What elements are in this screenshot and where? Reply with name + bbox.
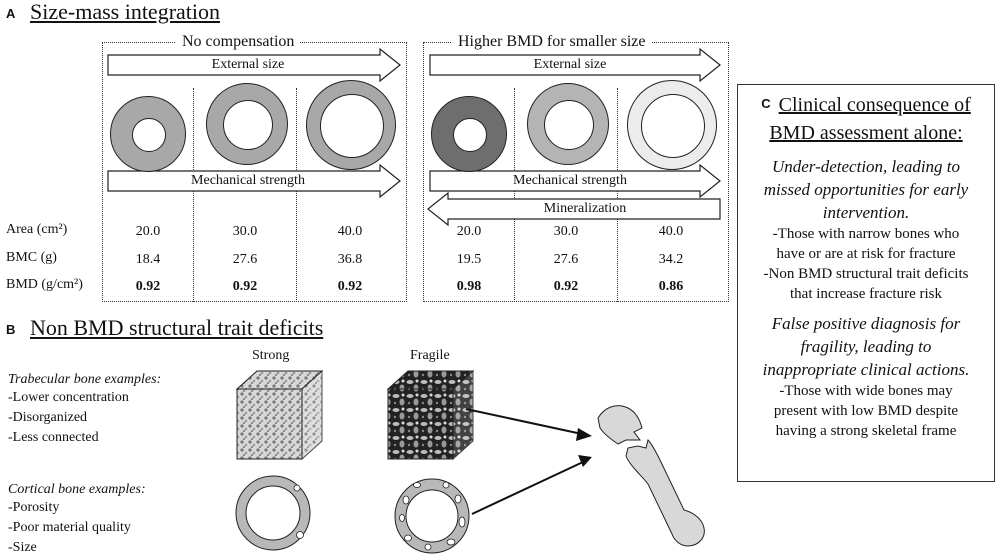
panel-c-title-line1: Clinical consequence of	[778, 94, 971, 116]
false-positive-item: having a strong skeletal frame	[775, 423, 957, 439]
bmc-value: 34.2	[658, 252, 684, 267]
false-positive-line: fragility, leading to	[800, 337, 932, 356]
panel-b-title: Non BMD structural trait deficits	[30, 315, 324, 340]
trabecular-item: -Less connected	[8, 430, 99, 445]
bmc-value: 19.5	[456, 252, 482, 267]
external-size-label: External size	[533, 57, 607, 72]
under-detection-line: intervention.	[822, 203, 910, 222]
under-detection-line: Under-detection, leading to	[771, 157, 961, 176]
bone-cross-section-small	[110, 96, 186, 172]
cortical-item: -Size	[8, 540, 37, 555]
clinical-consequence-box: C Clinical consequence of BMD assessment …	[737, 84, 995, 482]
column-divider	[193, 88, 194, 302]
bmc-value: 18.4	[135, 252, 161, 267]
strong-cortical-ring	[235, 475, 311, 551]
trabecular-heading: Trabecular bone examples:	[8, 372, 162, 387]
panel-c-title-line2: BMD assessment alone:	[769, 122, 963, 144]
under-detection-item: -Those with narrow bones who	[772, 226, 960, 242]
trabecular-item: -Disorganized	[8, 410, 88, 425]
column-divider	[617, 88, 618, 302]
bmd-value: 0.92	[135, 279, 161, 294]
mechanical-strength-label: Mechanical strength	[513, 173, 627, 188]
external-size-label: External size	[211, 57, 285, 72]
bone-cross-section-small-dense	[431, 96, 507, 172]
false-positive-item: -Those with wide bones may	[779, 383, 953, 399]
mineralization-arrow	[427, 191, 721, 227]
external-size-arrow	[429, 47, 721, 83]
strong-label: Strong	[252, 348, 290, 363]
area-value: 40.0	[658, 224, 684, 239]
bmd-value: 0.86	[658, 279, 684, 294]
under-detection-line: missed opportunities for early	[763, 180, 969, 199]
fragile-trabecular-cube	[386, 369, 475, 461]
fragile-cortical-ring	[394, 478, 470, 554]
cortical-item: -Poor material quality	[8, 520, 131, 535]
bone-cross-section-medium	[527, 83, 609, 165]
area-value: 20.0	[456, 224, 482, 239]
bmc-value: 36.8	[337, 252, 363, 267]
false-positive-line: inappropriate clinical actions.	[762, 360, 970, 379]
bmc-row-label: BMC (g)	[6, 250, 57, 265]
mineralization-label: Mineralization	[543, 201, 627, 216]
arrow-to-fracture	[471, 455, 592, 515]
cortical-item: -Porosity	[8, 500, 60, 515]
column-divider	[296, 88, 297, 302]
column-divider	[514, 88, 515, 302]
mechanical-strength-arrow	[107, 163, 401, 199]
bone-cross-section-medium	[206, 83, 288, 165]
panel-a-title: Size-mass integration	[30, 0, 221, 24]
fractured-bone-icon	[597, 405, 705, 547]
bone-cross-section-large	[306, 80, 396, 170]
panel-b-letter: B	[6, 322, 16, 337]
cortical-heading: Cortical bone examples:	[8, 482, 146, 497]
under-detection-item: have or are at risk for fracture	[776, 246, 956, 262]
mechanical-strength-label: Mechanical strength	[191, 173, 305, 188]
strong-trabecular-cube	[235, 369, 324, 461]
area-value: 20.0	[135, 224, 161, 239]
bmd-value: 0.98	[456, 279, 482, 294]
area-value: 40.0	[337, 224, 363, 239]
higher-bmd-heading: Higher BMD for smaller size	[452, 33, 652, 51]
panel-a-letter: A	[6, 6, 16, 21]
mechanical-strength-arrow	[429, 163, 721, 199]
arrow-to-fracture	[465, 408, 592, 441]
trabecular-item: -Lower concentration	[8, 390, 129, 405]
bmd-value: 0.92	[232, 279, 258, 294]
panel-c-letter: C	[761, 96, 771, 111]
bmd-value: 0.92	[337, 279, 363, 294]
under-detection-item: -Non BMD structural trait deficits	[763, 266, 969, 282]
bmd-value: 0.92	[553, 279, 579, 294]
external-size-arrow	[107, 47, 401, 83]
false-positive-item: present with low BMD despite	[773, 403, 959, 419]
bmc-value: 27.6	[553, 252, 579, 267]
area-value: 30.0	[232, 224, 258, 239]
bmd-row-label: BMD (g/cm²)	[6, 277, 83, 292]
no-compensation-heading: No compensation	[176, 33, 301, 51]
area-row-label: Area (cm²)	[6, 222, 68, 237]
under-detection-item: that increase fracture risk	[790, 286, 942, 302]
bmc-value: 27.6	[232, 252, 258, 267]
bone-cross-section-large-light	[627, 80, 717, 170]
fragile-label: Fragile	[410, 348, 450, 363]
false-positive-line: False positive diagnosis for	[771, 314, 961, 333]
area-value: 30.0	[553, 224, 579, 239]
